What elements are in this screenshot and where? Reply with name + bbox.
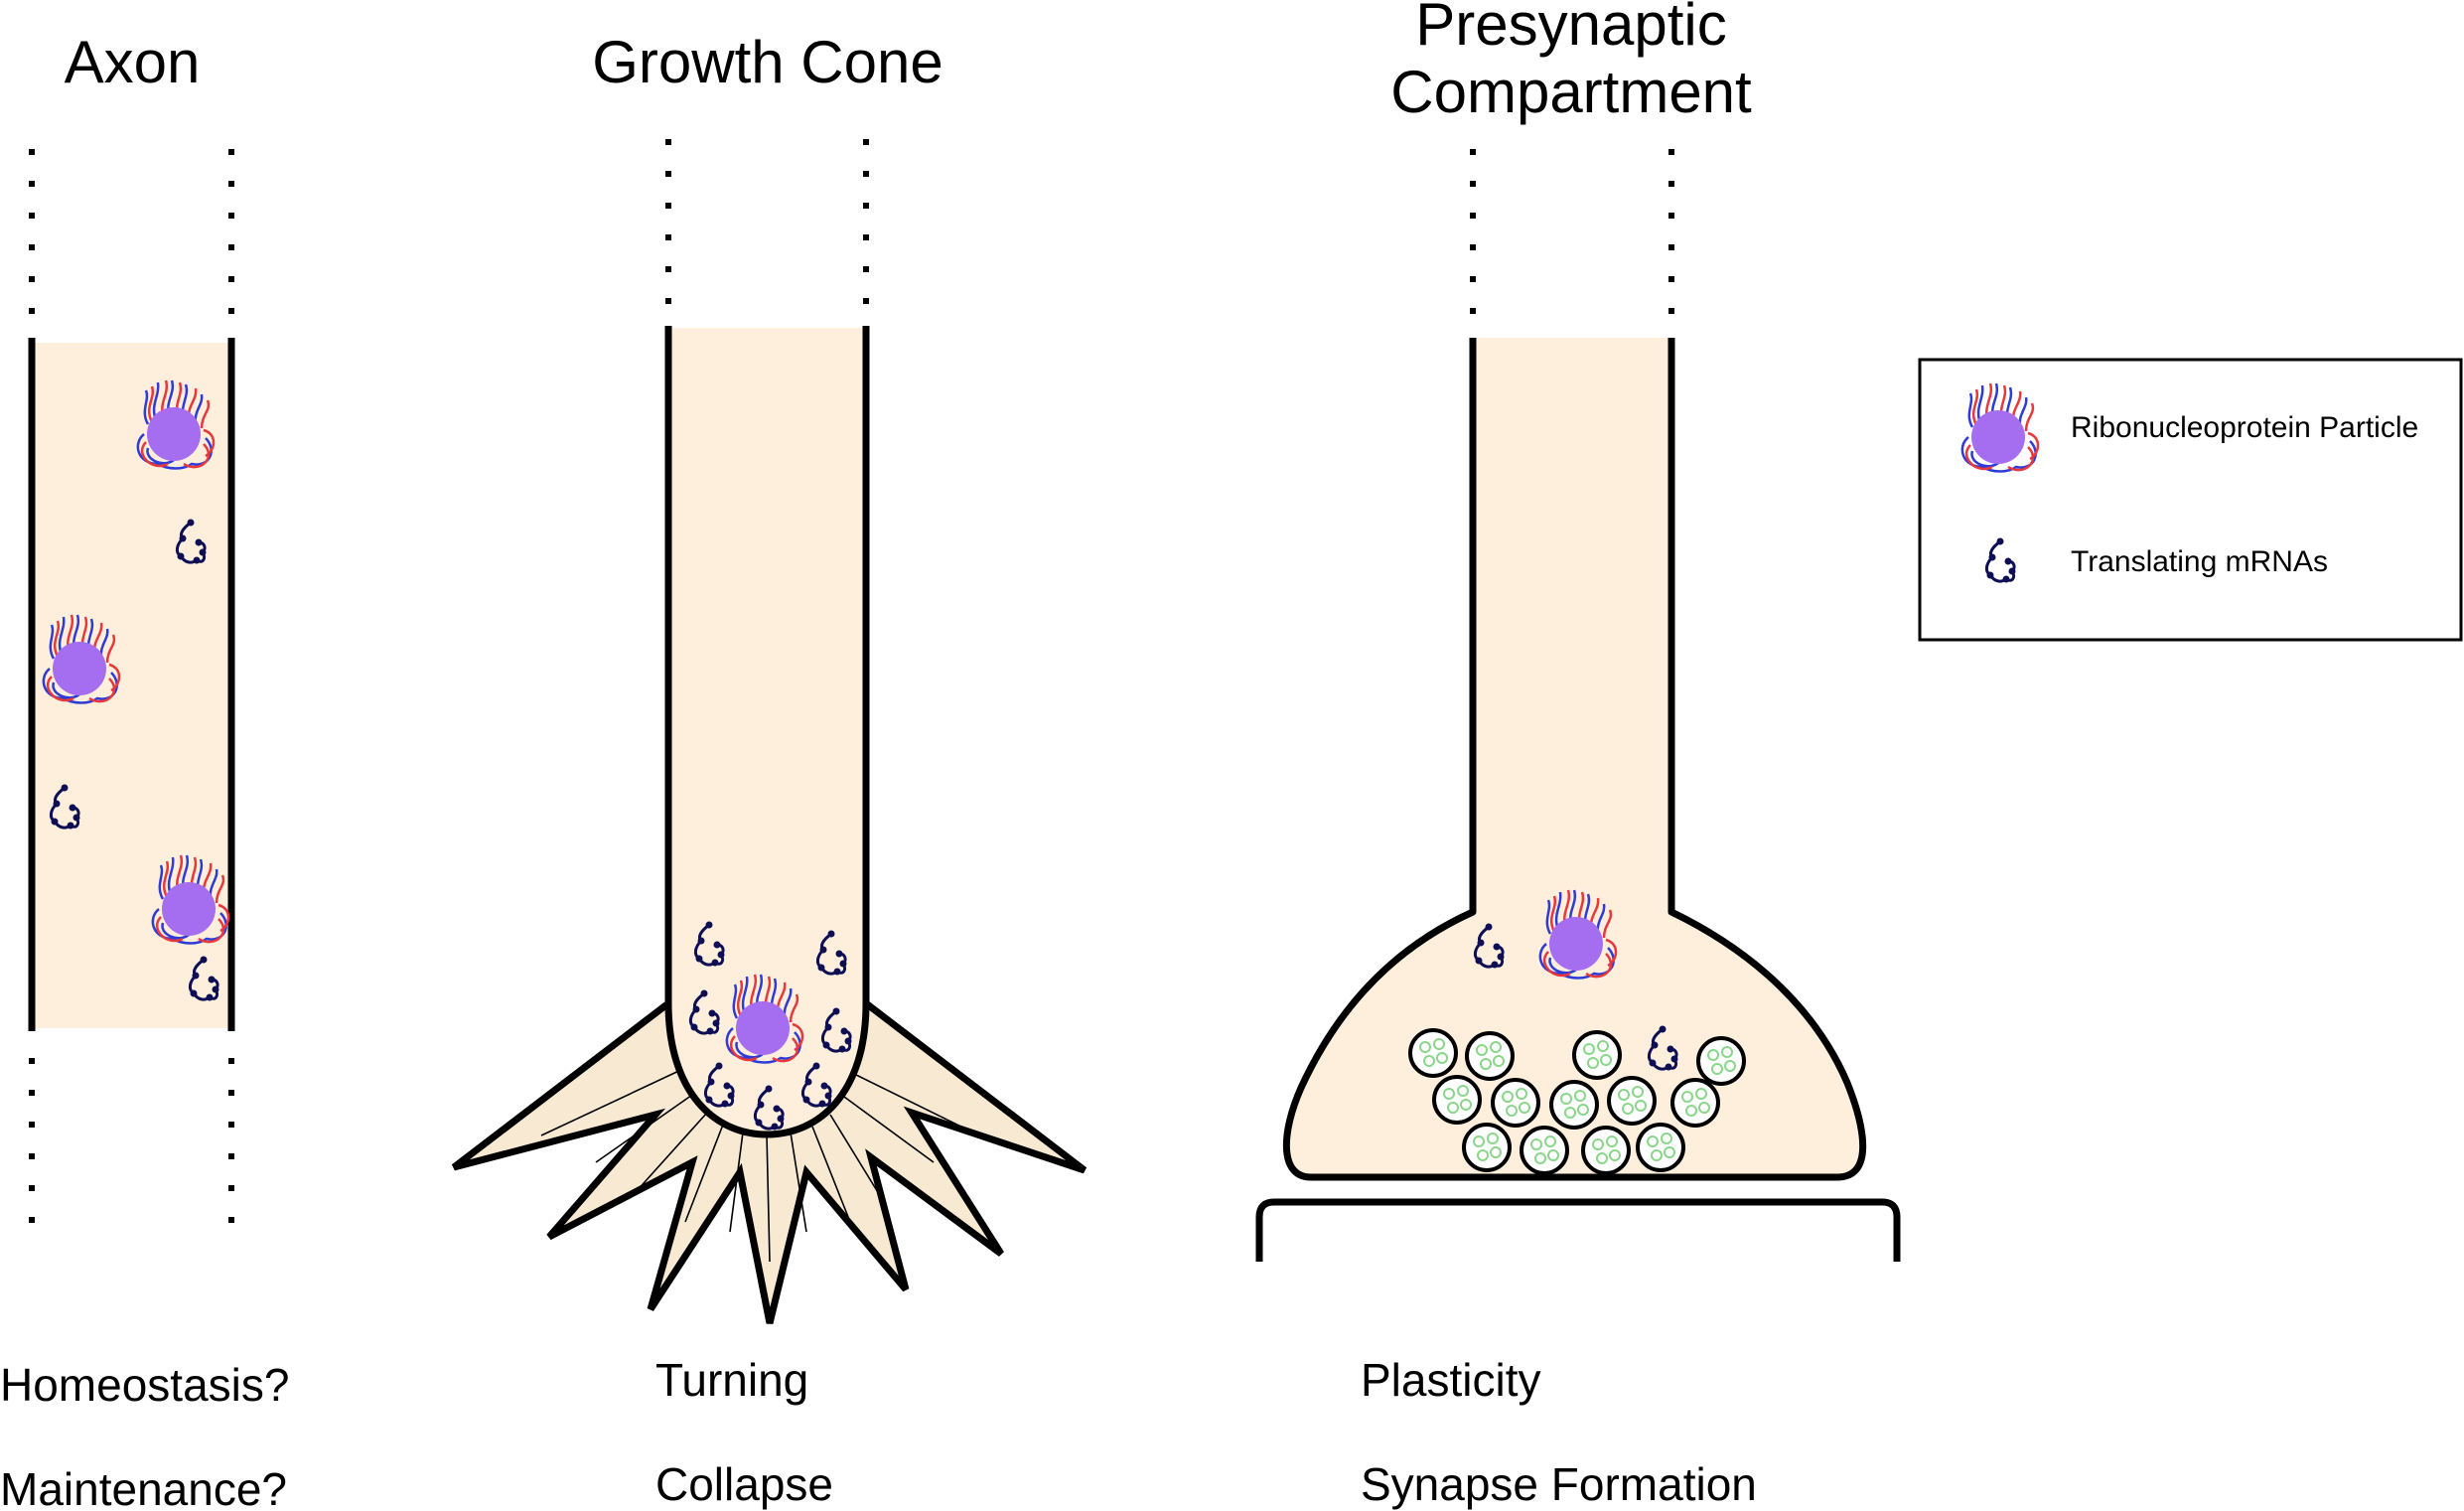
growth-cone-title: Growth Cone [592, 29, 943, 95]
growth-cone-membrane [664, 326, 870, 1138]
growth-cone-function-2: Collapse [655, 1458, 833, 1510]
axon-function-1: Homeostasis? [0, 1359, 289, 1411]
axon-panel: Axon Homeostasis? Maintenance? [0, 29, 289, 1511]
growth-cone-panel: Growth Cone Tur [451, 29, 1087, 1510]
legend-label-mrna: Translating mRNAs [2071, 545, 2328, 578]
growth-cone-actin-lines [540, 1067, 984, 1263]
axon-dotted-continuation-top [29, 149, 234, 318]
presynaptic-function-1: Plasticity [1361, 1354, 1540, 1406]
growth-cone-filopodia [451, 999, 1087, 1324]
growth-cone-function-1: Turning [655, 1354, 808, 1406]
postsynaptic-membrane [1255, 1198, 1901, 1262]
axon-dotted-continuation-bottom [29, 1058, 234, 1227]
legend: Ribonucleoprotein Particle Translating m… [1918, 358, 2463, 642]
presynaptic-title-line1: Presynaptic [1415, 0, 1726, 58]
axon-function-2: Maintenance? [0, 1463, 287, 1511]
growth-cone-dotted-continuation [665, 139, 869, 308]
presynaptic-terminal [1283, 338, 1867, 1181]
presynaptic-function-2: Synapse Formation [1361, 1458, 1757, 1510]
legend-label-rnp: Ribonucleoprotein Particle [2071, 411, 2418, 444]
growth-cone-shaft [668, 328, 866, 1134]
presynaptic-title-line2: Compartment [1390, 59, 1752, 125]
presynaptic-panel: Presynaptic Compartment Plasticity [1255, 0, 1901, 1510]
presynaptic-dotted-continuation [1470, 149, 1674, 318]
legend-box [1918, 358, 2463, 642]
axon-title: Axon [65, 29, 201, 95]
